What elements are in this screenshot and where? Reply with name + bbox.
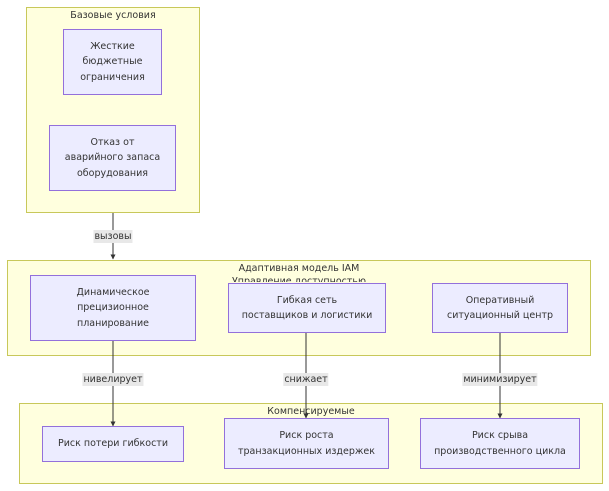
node-risk-production-cycle[interactable]: Риск срыва производственного цикла — [420, 418, 580, 469]
node-risk-flexibility-loss-label: Риск потери гибкости — [57, 438, 168, 450]
node-risk-flexibility-loss[interactable]: Риск потери гибкости — [42, 426, 184, 462]
node-risk-production-cycle-label: Риск срыва производственного цикла — [434, 430, 566, 457]
cluster-base-conditions-title: Базовые условия — [70, 10, 156, 21]
edge-label-calls: вызовы — [93, 230, 133, 243]
node-flexible-network-label: Гибкая сеть поставщиков и логистики — [241, 294, 373, 322]
node-dynamic-planning-label: Динамическое прецизионное планирование — [76, 286, 150, 329]
node-refusal-emergency-stock[interactable]: Отказ от аварийного запаса оборудования — [49, 125, 176, 191]
node-risk-transaction-costs-label: Риск роста транзакционных издержек — [237, 430, 376, 457]
edge-label-levels: нивелирует — [82, 373, 144, 386]
cluster-adaptive-model-title: Адаптивная модель IAM — [238, 263, 360, 274]
node-refusal-emergency-stock-label: Отказ от аварийного запаса оборудования — [64, 136, 161, 179]
node-budget-constraints[interactable]: Жесткие бюджетные ограничения — [63, 29, 162, 95]
node-operations-center-label: Оперативный ситуационный центр — [446, 294, 554, 322]
edge-label-minimizes: минимизирует — [462, 373, 538, 386]
node-flexible-network[interactable]: Гибкая сеть поставщиков и логистики — [228, 283, 386, 333]
node-dynamic-planning[interactable]: Динамическое прецизионное планирование — [30, 275, 196, 341]
cluster-adaptive-model-subtitle: Управление доступностью — [232, 276, 366, 282]
edge-label-reduces: снижает — [283, 373, 329, 386]
node-risk-transaction-costs[interactable]: Риск роста транзакционных издержек — [224, 418, 389, 469]
node-operations-center[interactable]: Оперативный ситуационный центр — [432, 283, 568, 333]
cluster-compensated-title: Компенсируемые — [267, 406, 355, 417]
node-budget-constraints-label: Жесткие бюджетные ограничения — [80, 40, 145, 83]
